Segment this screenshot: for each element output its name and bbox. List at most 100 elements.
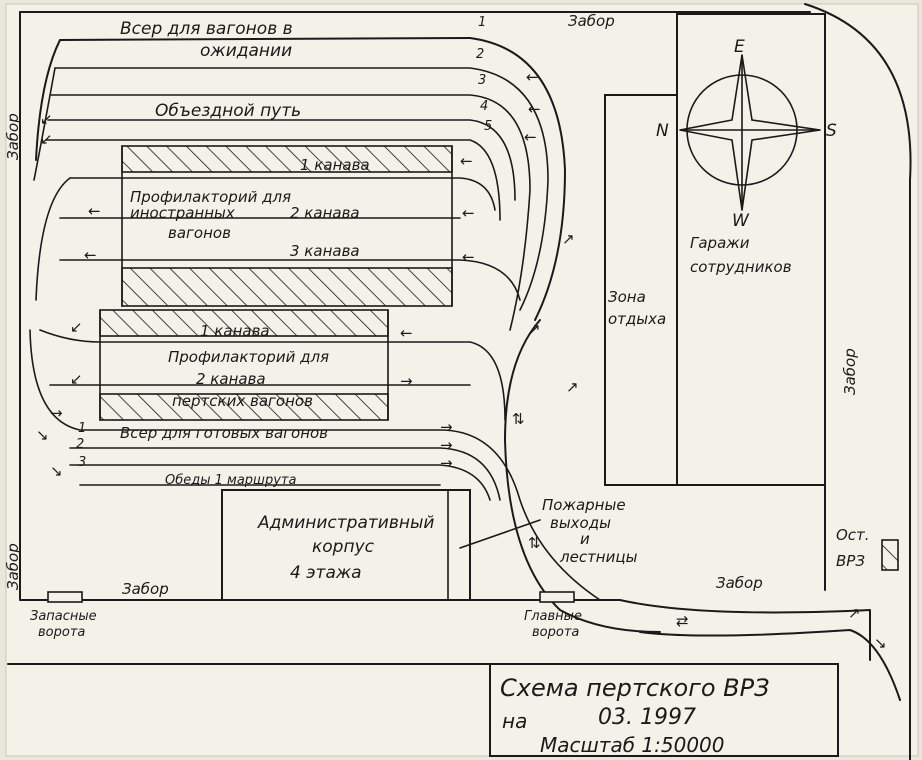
perm-depot-label-1: Профилакторий для xyxy=(168,348,329,366)
arrow-icon: ← xyxy=(526,68,539,86)
foreign-depot-hatch-bottom xyxy=(121,267,453,307)
ready-num-1: 1 xyxy=(78,421,86,436)
arrow-icon: ← xyxy=(84,246,97,264)
stop-marker xyxy=(881,539,899,571)
compass-s-label: S xyxy=(826,121,837,141)
fence-bottom-left-label: Забор xyxy=(122,580,169,598)
garages-block xyxy=(676,13,826,486)
fire-exits-pointer xyxy=(459,519,541,549)
arrow-icon: ↙ xyxy=(70,318,83,336)
rest-zone-label-2: отдыха xyxy=(608,310,666,328)
rest-zone-label-1: Зона xyxy=(608,288,646,306)
arrow-icon: ← xyxy=(462,204,475,222)
garages-label-2: сотрудников xyxy=(690,258,792,276)
arrow-icon: ↗ xyxy=(562,230,575,248)
title-date-prefix: на xyxy=(502,709,527,733)
pit-3-upper-label: 3 канава xyxy=(290,242,360,260)
track-num-4: 4 xyxy=(480,99,488,114)
compass-rose xyxy=(679,54,821,211)
foreign-depot-label-2: иностранных xyxy=(130,204,235,222)
track-num-2: 2 xyxy=(476,47,484,62)
foreign-depot-label-3: вагонов xyxy=(168,224,231,242)
spare-gate-label-2: ворота xyxy=(38,625,85,640)
pit-1-upper-label: 1 канава xyxy=(300,156,370,174)
perm-depot-label-2: пертских вагонов xyxy=(172,392,313,410)
spare-gate xyxy=(47,591,83,603)
fire-exits-label-3: и xyxy=(580,530,590,548)
title-block xyxy=(489,663,839,757)
arrow-icon: ↙ xyxy=(70,370,83,388)
pit-1-lower-label: 1 канава xyxy=(200,322,270,340)
bypass-label: Объездной путь xyxy=(155,101,301,121)
arrow-icon: ← xyxy=(528,100,541,118)
main-lead-track xyxy=(504,319,661,633)
arrow-icon: ↗ xyxy=(848,604,861,622)
perm-depot-tracks xyxy=(39,329,506,421)
admin-label-3: 4 этажа xyxy=(290,563,362,583)
fence-left-top-label: Забор xyxy=(4,113,22,160)
foreign-depot-tracks xyxy=(35,177,521,301)
main-gate xyxy=(539,591,575,603)
arrow-icon: ⇅ xyxy=(512,410,525,428)
arrow-icon: → xyxy=(50,404,63,422)
fire-exits-label-4: лестницы xyxy=(559,548,638,566)
ready-num-3: 3 xyxy=(78,455,86,470)
arrow-icon: → xyxy=(440,418,453,436)
foreign-depot-label-1: Профилакторий для xyxy=(130,188,291,206)
compass-e-label: E xyxy=(734,37,745,57)
spare-gate-label-1: Запасные xyxy=(30,609,97,624)
arrow-icon: ↙ xyxy=(40,130,53,148)
arrow-icon: ↘ xyxy=(50,462,63,480)
stop-label-2: ВРЗ xyxy=(836,552,865,570)
track-waiting-label-2: ожидании xyxy=(200,41,292,61)
arrow-icon: ↘ xyxy=(36,426,49,444)
compass-w-label: W xyxy=(732,211,750,231)
pit-2-upper-label: 2 канава xyxy=(290,204,360,222)
fire-exits-label-2: выходы xyxy=(550,514,611,532)
stop-label-1: Ост. xyxy=(836,526,870,544)
ready-tracks xyxy=(29,329,601,601)
track-num-5: 5 xyxy=(484,119,492,134)
main-gate-label-2: ворота xyxy=(532,625,579,640)
main-gate-label-1: Главные xyxy=(524,609,582,624)
track-waiting-label-1: Всер для вагонов в xyxy=(120,19,293,39)
waiting-tracks xyxy=(33,37,566,331)
arrow-icon: ← xyxy=(524,128,537,146)
fence-right-label: Забор xyxy=(841,348,859,395)
arrow-icon: → xyxy=(440,436,453,454)
perm-depot-hatch-bottom xyxy=(99,393,389,421)
arrow-icon: ← xyxy=(460,152,473,170)
title-date: 03. 1997 xyxy=(598,705,696,730)
direction-arrows: ↙ ↙ ← ← ← ← ← ← ← ← ← → ↙ ↙ → → → → ↘ ↘ … xyxy=(36,68,887,652)
ready-num-2: 2 xyxy=(76,437,84,452)
track-num-1: 1 xyxy=(478,15,486,30)
arrow-icon: ⇅ xyxy=(528,534,541,552)
fence-left-bottom-label: Забор xyxy=(4,543,22,590)
pit-2-lower-label: 2 канава xyxy=(196,370,266,388)
track-num-3: 3 xyxy=(478,73,486,88)
compass-n-label: N xyxy=(656,121,669,141)
fence-bottom-right-label: Забор xyxy=(716,574,763,592)
fire-exits-label-1: Пожарные xyxy=(542,496,626,514)
foreign-depot-hatch-top xyxy=(121,145,453,173)
admin-label-1: Административный xyxy=(257,513,434,533)
arrow-icon: ↙ xyxy=(40,110,53,128)
arrow-icon: ↘ xyxy=(874,634,887,652)
route-label: Обеды 1 маршрута xyxy=(165,473,296,488)
admin-label-2: корпус xyxy=(312,537,375,557)
arrow-icon: ↗ xyxy=(528,320,541,338)
fence-top-label: Забор xyxy=(568,12,615,30)
garages-label-1: Гаражи xyxy=(690,234,750,252)
arrow-icon: ⇄ xyxy=(676,612,689,630)
arrow-icon: ↗ xyxy=(566,378,579,396)
arrow-icon: ← xyxy=(462,248,475,266)
arrow-icon: → xyxy=(440,454,453,472)
title-line-1: Схема пертского ВРЗ xyxy=(500,674,769,702)
arrow-icon: ← xyxy=(400,324,413,342)
arrow-icon: ← xyxy=(88,202,101,220)
paper xyxy=(5,3,919,757)
arrow-icon: → xyxy=(400,372,413,390)
ready-tracks-label: Всер для готовых вагонов xyxy=(120,424,328,442)
title-scale: Масштаб 1:50000 xyxy=(540,733,725,757)
